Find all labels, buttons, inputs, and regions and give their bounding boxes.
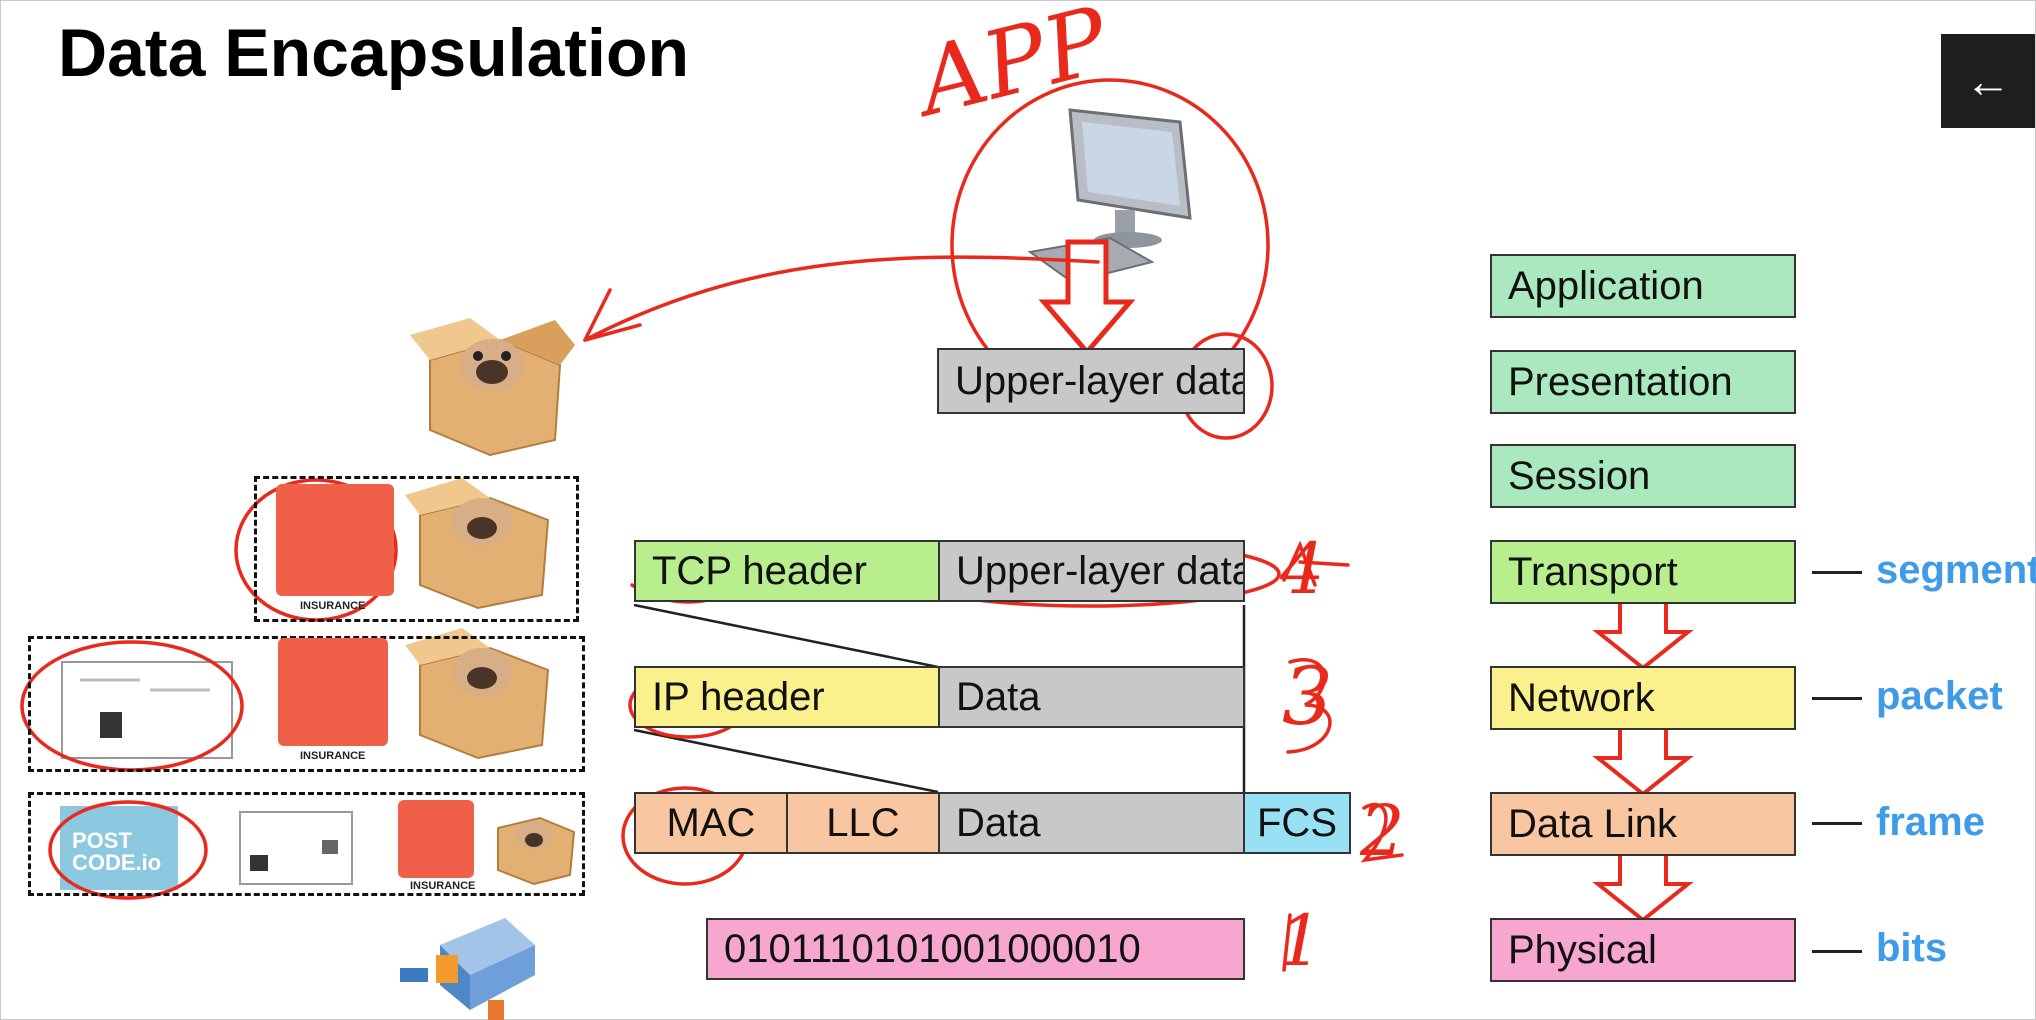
insurance-label: INSURANCE [300, 750, 366, 762]
down-arrow-icon [1038, 239, 1136, 356]
handwritten-3: 3 [1282, 650, 1333, 743]
osi-layer-application: Application [1490, 254, 1796, 318]
packet-dash [1812, 697, 1862, 700]
page-title: Data Encapsulation [58, 15, 690, 91]
shipping-label-icon-2 [239, 811, 353, 885]
handwritten-1: 1 [1278, 900, 1323, 982]
frame-dash [1812, 822, 1862, 825]
insurance-label: INSURANCE [410, 880, 476, 892]
computer-icon [1027, 108, 1192, 284]
pdu-label-bits: bits [1876, 926, 1948, 970]
packet-illustration-frame [28, 636, 585, 772]
arrow-left-icon: ← [1965, 55, 2011, 107]
mac-box: MAC [634, 792, 788, 854]
insurance-label: INSURANCE [300, 600, 366, 612]
osi-layer-presentation: Presentation [1490, 350, 1796, 414]
fcs-box: FCS [1243, 792, 1351, 854]
bits-box: 0101110101001000010 [706, 918, 1245, 980]
insurance-umbrella-icon [276, 484, 394, 596]
llc-box: LLC [786, 792, 940, 854]
postcode-stamp-icon [60, 806, 178, 890]
osi-layer-data-link: Data Link [1490, 792, 1796, 856]
handwritten-4: 4 [1280, 528, 1325, 610]
pug-box-icon-4 [497, 816, 576, 886]
segment-dash [1812, 571, 1862, 574]
back-button[interactable]: ← [1941, 34, 2035, 128]
tcp-data-box: Upper-layer data [938, 540, 1245, 602]
tcp-header-box: TCP header [634, 540, 940, 602]
insurance-umbrella-icon [398, 800, 474, 878]
pug-box-icon-3 [405, 628, 550, 760]
shipping-label-icon-1 [61, 661, 233, 759]
osi-layer-network: Network [1490, 666, 1796, 730]
pug-box-icon-1 [410, 318, 575, 457]
pdu-label-packet: packet [1876, 674, 2003, 718]
pug-box-icon-2 [405, 478, 550, 610]
osi-layer-physical: Physical [1490, 918, 1796, 982]
layer-arrow-icon [1592, 726, 1694, 797]
pdu-label-frame: frame [1876, 800, 1985, 844]
osi-layer-transport: Transport [1490, 540, 1796, 604]
frame-illustration-frame [28, 792, 585, 896]
upper-layer-data-box: Upper-layer data [937, 348, 1245, 414]
osi-layer-session: Session [1490, 444, 1796, 508]
ip-data-box: Data [938, 666, 1245, 728]
insurance-umbrella-icon [278, 638, 388, 746]
postcode-label: POST CODE.io [72, 828, 162, 875]
pdu-label-segment: segment [1876, 548, 2036, 592]
bits-dash [1812, 950, 1862, 953]
frame-data-box: Data [938, 792, 1245, 854]
ip-header-box: IP header [634, 666, 940, 728]
segment-illustration-frame [254, 476, 579, 622]
delivery-truck-icon [400, 918, 535, 1020]
layer-arrow-icon [1592, 852, 1694, 923]
handwritten-2: 2 [1360, 790, 1405, 872]
layer-arrow-icon [1592, 600, 1694, 671]
